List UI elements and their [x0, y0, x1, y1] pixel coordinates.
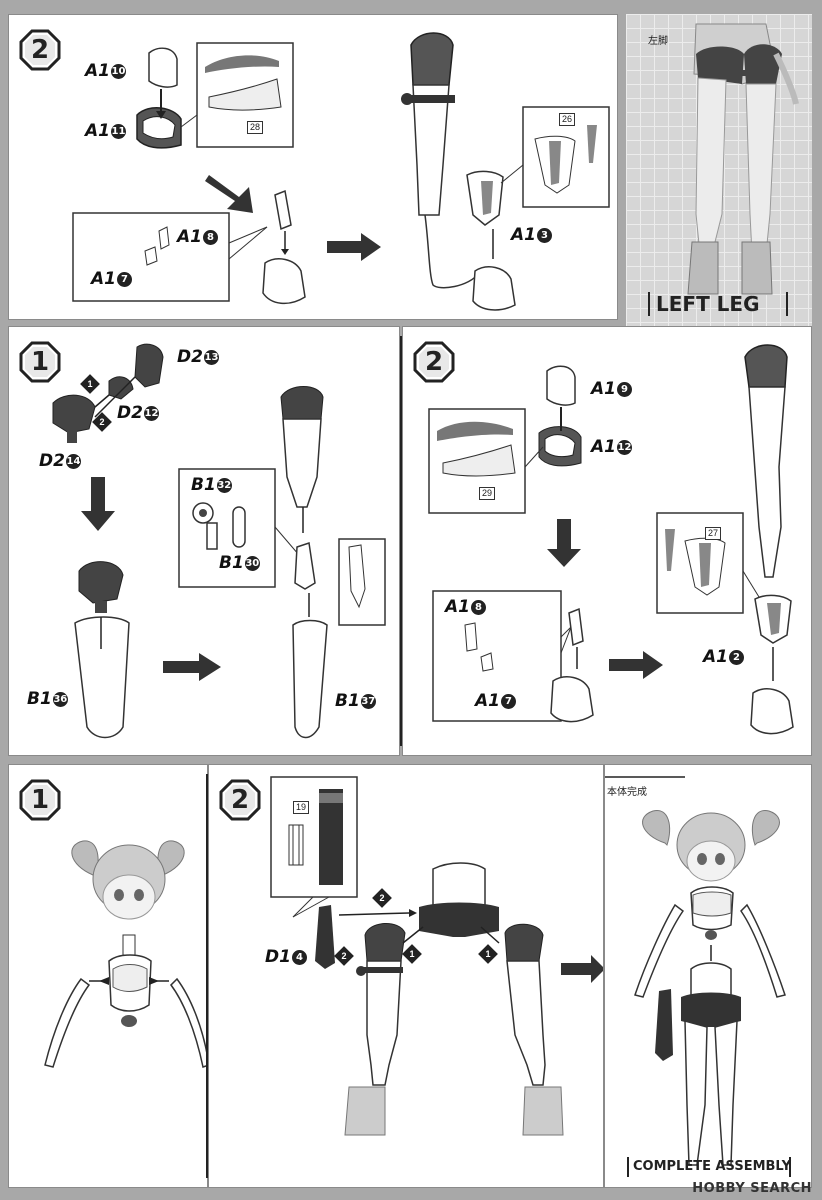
step-badge: 1	[19, 779, 61, 821]
step-badge: 2	[219, 779, 261, 821]
figure-legs-photo	[687, 23, 799, 295]
step-panel-left-leg-foot: 2	[8, 14, 618, 320]
upper-body-illustration	[44, 840, 207, 1068]
decal-ref-27: 27	[705, 527, 722, 540]
step-panel-upper-body: 1	[8, 764, 208, 1188]
step-panel-right-leg-foot: 2	[402, 326, 812, 756]
step-badge: 2	[19, 29, 61, 71]
left-leg-caption: LEFT LEG	[656, 292, 760, 316]
decal-ref-28: 28	[247, 121, 264, 134]
thigh-assembly-illustration	[52, 343, 386, 739]
right-foot-assembly-illustration	[428, 344, 794, 735]
sequence-marker-1: 1	[80, 374, 100, 394]
sequence-marker-2b: 2	[334, 946, 354, 966]
complete-assembly-caption: COMPLETE ASSEMBLY	[633, 1159, 792, 1174]
complete-figure-illustration	[605, 776, 786, 1166]
sequence-marker-1a: 1	[402, 944, 422, 964]
left-leg-reference-photo: 左脚 LEFT LEG	[626, 14, 812, 326]
complete-jp-label: 本体完成	[607, 787, 647, 798]
foot-assembly-illustration	[72, 32, 610, 311]
step-badge: 2	[413, 341, 455, 383]
decal-ref-29: 29	[479, 487, 496, 500]
hobby-search-watermark: HOBBY SEARCH	[692, 1181, 812, 1196]
step-badge: 1	[19, 341, 61, 383]
photo-jp-label: 左脚	[648, 36, 668, 47]
decal-ref-26: 26	[559, 113, 576, 126]
sequence-marker-2: 2	[92, 412, 112, 432]
lower-body-illustration	[270, 776, 603, 1136]
complete-assembly-panel: 本体完成 COMPLETE ASSEMBLY	[604, 764, 812, 1188]
decal-ref-19: 19	[293, 801, 310, 814]
sequence-marker-2a: 2	[372, 888, 392, 908]
sequence-marker-1b: 1	[478, 944, 498, 964]
